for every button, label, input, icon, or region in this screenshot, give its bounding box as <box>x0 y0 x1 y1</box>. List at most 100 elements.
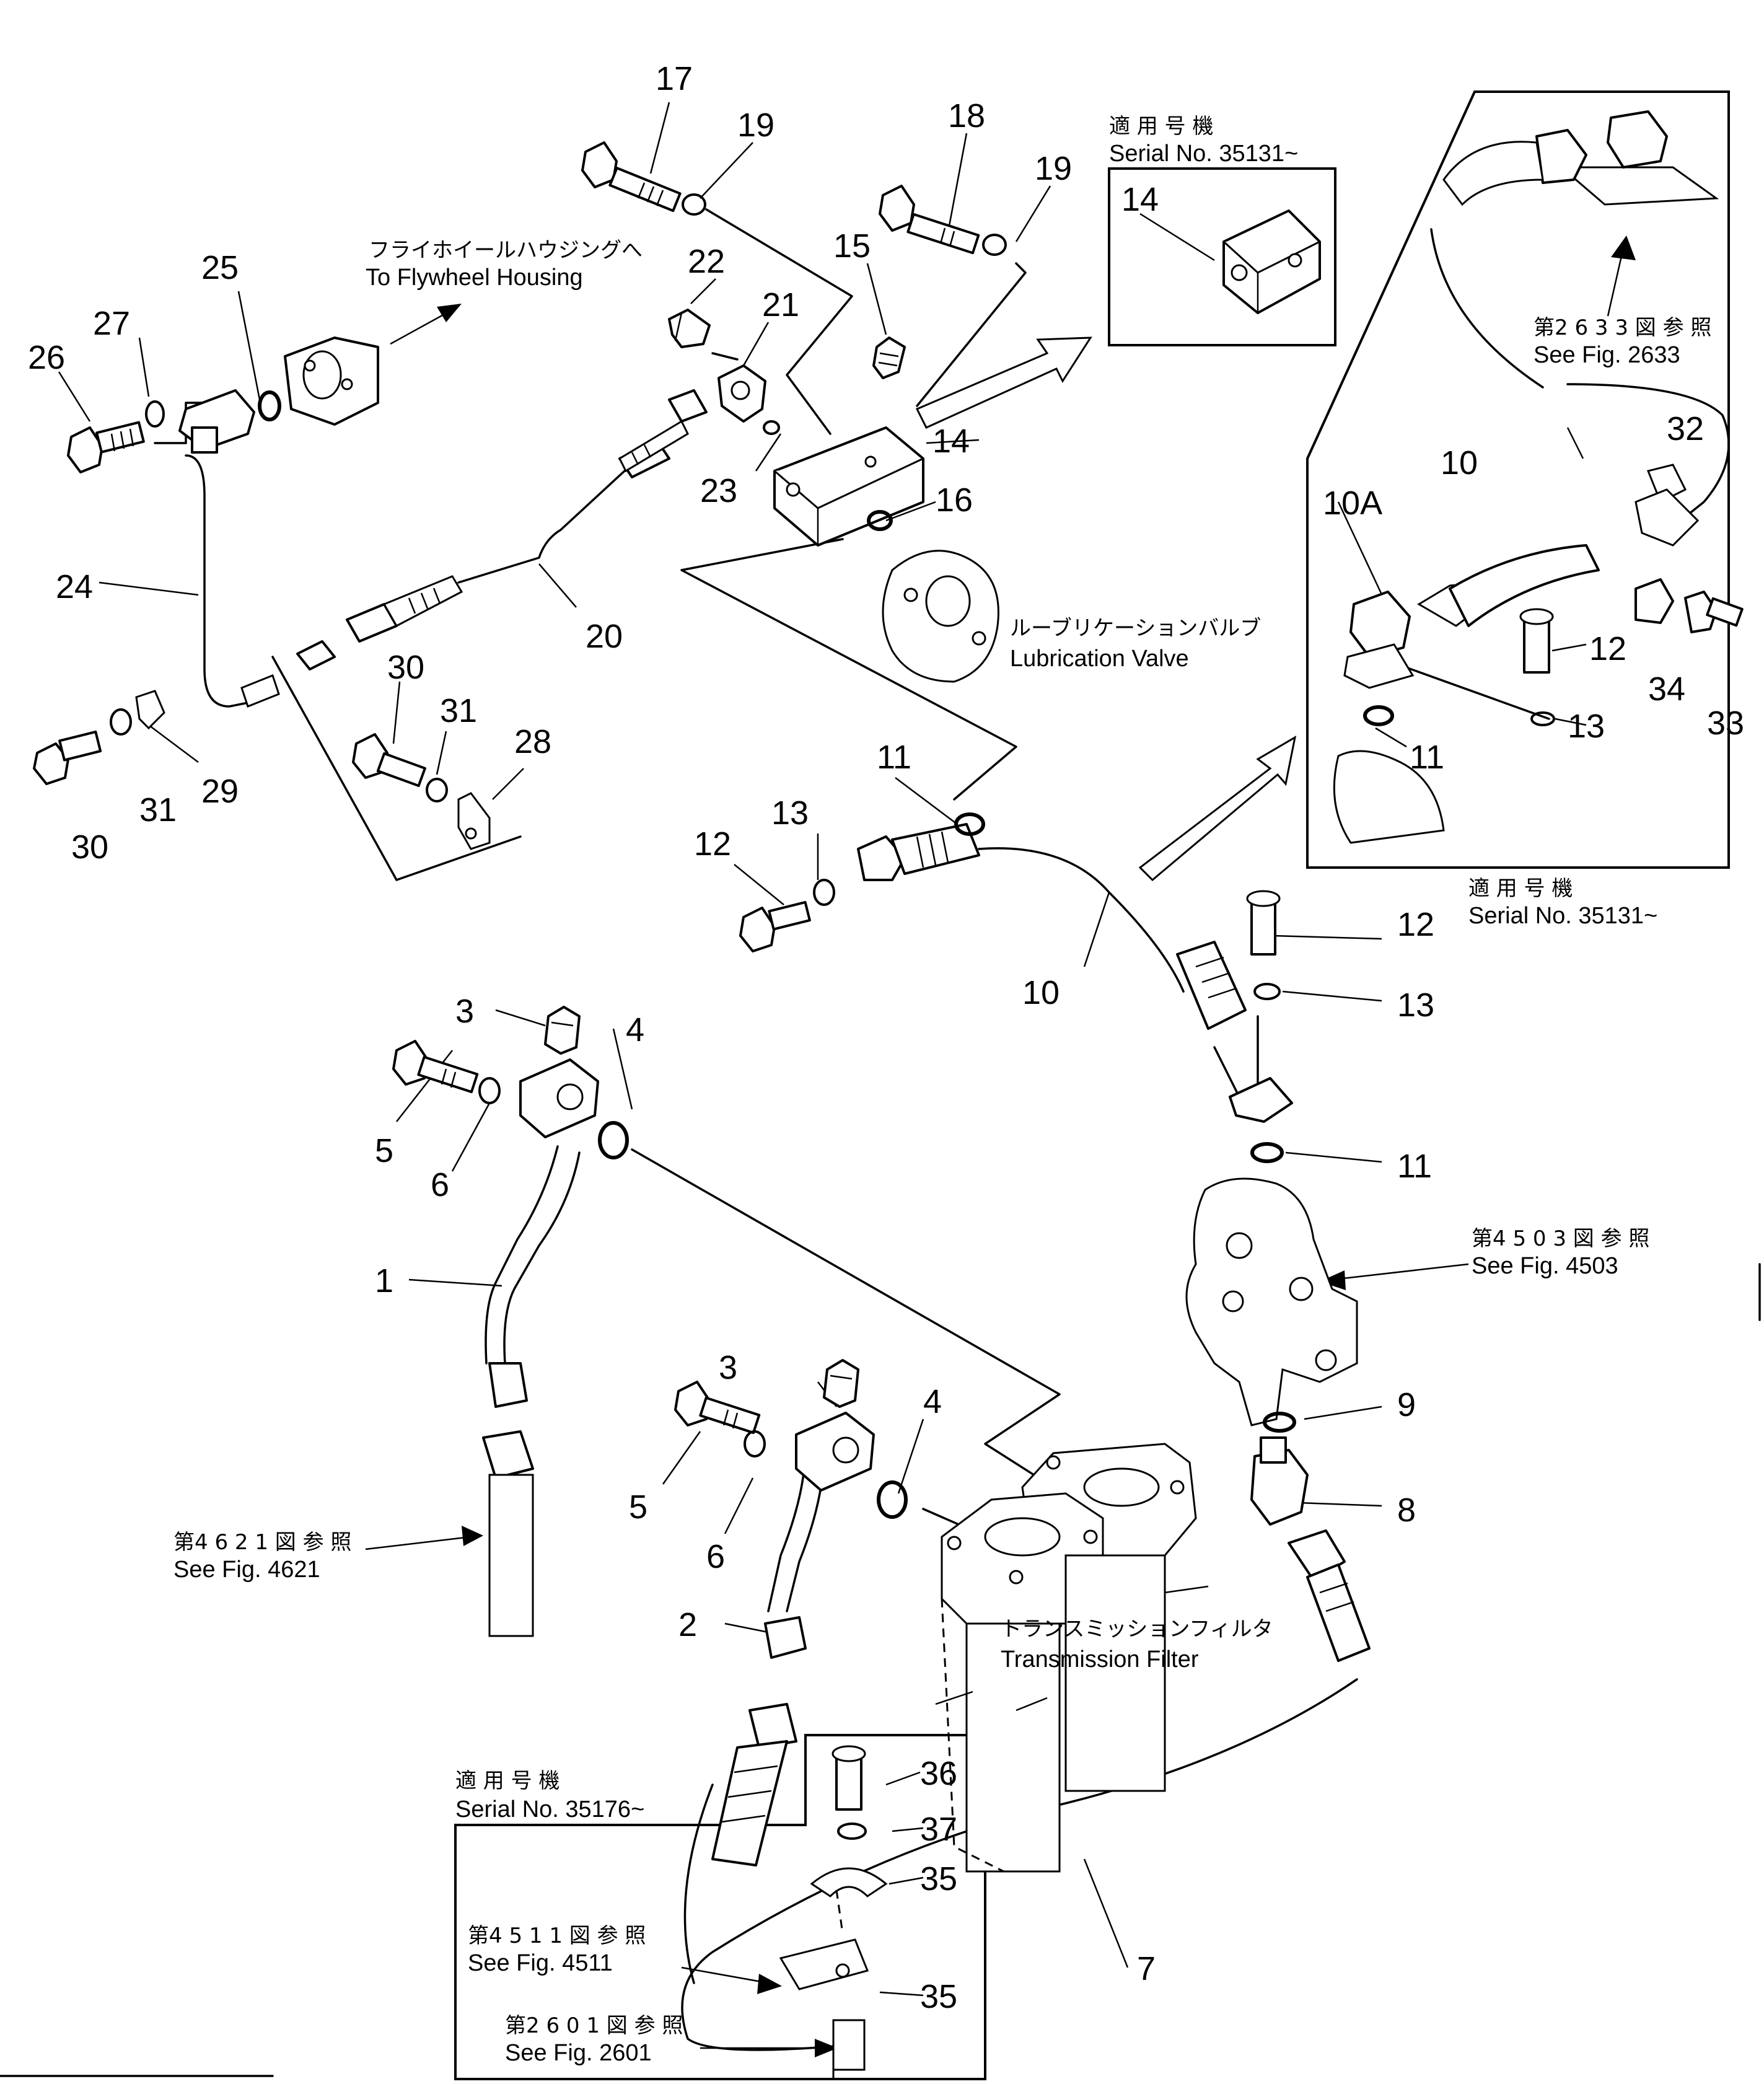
lubrication-valve-body <box>882 550 999 683</box>
callout-25: 25 <box>201 249 239 286</box>
inset-top-valve-14 <box>1222 209 1321 314</box>
callout-17: 17 <box>656 60 693 97</box>
callout-3-b: 3 <box>719 1349 737 1386</box>
callout-31-a: 31 <box>139 791 177 829</box>
callout-16: 16 <box>936 481 973 519</box>
note-serial-bottom-en: Serial No. 35176~ <box>455 1796 644 1822</box>
callout-31-b: 31 <box>440 692 477 729</box>
callout-9: 9 <box>1397 1386 1416 1423</box>
note-fig2601-jp: 第2 6 0 1 図 参 照 <box>505 2013 683 2038</box>
bolt-18 <box>879 185 1007 256</box>
callout-11-a: 11 <box>877 739 911 776</box>
fitting-22 <box>668 309 711 348</box>
callout-10-a: 10 <box>1022 974 1060 1011</box>
callout-19-b: 19 <box>1035 150 1072 187</box>
callout-21: 21 <box>762 286 799 323</box>
pipe-2-assembly <box>674 1359 908 1866</box>
note-fig4503-jp: 第4 5 0 3 図 参 照 <box>1472 1226 1649 1251</box>
bolt-26 <box>67 421 145 473</box>
note-fig2601-en: See Fig. 2601 <box>505 2040 652 2066</box>
note-fig4621-jp: 第4 6 2 1 図 参 照 <box>173 1530 351 1555</box>
callout-12-a: 12 <box>694 825 731 863</box>
callout-2: 2 <box>678 1606 697 1643</box>
note-serial-top-jp: 適 用 号 機 <box>1109 114 1213 139</box>
callout-27: 27 <box>93 305 130 342</box>
bolt-17 <box>581 141 706 216</box>
callout-12-b: 12 <box>1397 906 1434 943</box>
flange-25 <box>178 389 281 454</box>
callout-20: 20 <box>586 618 623 655</box>
callout-23: 23 <box>700 472 737 509</box>
callout-35-b: 35 <box>920 1978 957 2015</box>
note-serial-right-en: Serial No. 35131~ <box>1468 903 1657 929</box>
callout-33: 33 <box>1707 705 1744 742</box>
callout-12-c: 12 <box>1589 630 1626 667</box>
callout-37: 37 <box>920 1811 957 1848</box>
note-filter-en: Transmission Filter <box>1001 1647 1199 1673</box>
note-flywheel-en: To Flywheel Housing <box>366 265 583 291</box>
callout-4-b: 4 <box>923 1383 942 1420</box>
callout-8: 8 <box>1397 1492 1416 1529</box>
callout-29: 29 <box>201 773 239 810</box>
bolt-30-left <box>33 690 165 785</box>
callout-6-a: 6 <box>431 1166 449 1203</box>
callout-30-b: 30 <box>387 649 424 686</box>
valve-4503 <box>1185 1177 1371 1662</box>
flywheel-adapter <box>284 336 379 426</box>
inset-frame-right <box>1306 90 1730 869</box>
callout-18: 18 <box>948 97 985 134</box>
callout-13-a: 13 <box>771 794 809 832</box>
callout-numbers: 17 19 18 19 14 15 22 21 14 23 16 25 27 2… <box>28 60 1744 2015</box>
note-fig4621-en: See Fig. 4621 <box>173 1557 320 1583</box>
callout-1: 1 <box>375 1262 393 1299</box>
callout-4-a: 4 <box>626 1011 644 1049</box>
washer-27 <box>145 400 165 428</box>
note-fig4511-en: See Fig. 4511 <box>468 1950 613 1976</box>
callout-3-a: 3 <box>455 993 474 1030</box>
callout-35-a: 35 <box>920 1860 957 1897</box>
breather-15 <box>872 336 906 379</box>
note-fig2633-jp: 第2 6 3 3 図 参 照 <box>1534 315 1711 340</box>
callout-10-b: 10 <box>1441 444 1478 481</box>
note-serial-right-jp: 適 用 号 機 <box>1468 876 1573 901</box>
valve-block-14 <box>773 426 924 547</box>
bottom-inset-parts <box>779 1745 888 2082</box>
note-filter-jp: トランスミッションフィルタ <box>1001 1617 1273 1642</box>
note-fig4503-en: See Fig. 4503 <box>1472 1253 1618 1279</box>
callout-11-c: 11 <box>1410 739 1444 776</box>
callout-5-b: 5 <box>629 1488 647 1526</box>
annotation-notes: フライホイールハウジングへ To Flywheel Housing ルーブリケー… <box>173 114 1711 2066</box>
pipe-1-assembly <box>392 1006 629 1637</box>
callout-22: 22 <box>688 243 725 280</box>
transmission-filter <box>935 1443 1209 1873</box>
note-lube-en: Lubrication Valve <box>1010 646 1189 672</box>
callout-14-a: 14 <box>1121 181 1159 218</box>
callout-leaders <box>58 102 1587 1997</box>
callout-7: 7 <box>1137 1950 1156 1987</box>
callout-10a: 10A <box>1323 485 1382 522</box>
callout-28: 28 <box>514 723 551 760</box>
callout-5-a: 5 <box>375 1132 393 1169</box>
callout-24: 24 <box>56 568 93 605</box>
note-flywheel-jp: フライホイールハウジングへ <box>369 238 643 263</box>
elbow-21 <box>717 364 780 435</box>
note-fig4511-jp: 第4 5 1 1 図 参 照 <box>468 1924 646 1948</box>
callout-34: 34 <box>1648 670 1685 708</box>
right-inset-parts <box>1333 110 1744 844</box>
callout-32: 32 <box>1667 410 1704 447</box>
note-lube-jp: ルーブリケーションバルブ <box>1010 616 1261 641</box>
note-serial-top-en: Serial No. 35131~ <box>1109 141 1298 167</box>
callout-11-b: 11 <box>1397 1148 1432 1185</box>
inset-frame-top <box>1108 167 1336 346</box>
connection-lines <box>154 208 1730 2051</box>
reference-arrows <box>365 235 1636 2057</box>
callout-13-c: 13 <box>1568 708 1605 745</box>
callout-36: 36 <box>920 1755 957 1792</box>
callout-13-b: 13 <box>1397 987 1434 1024</box>
callout-30-a: 30 <box>71 829 108 866</box>
tube-20 <box>240 389 708 708</box>
hose-10-fittings <box>739 812 1293 1163</box>
callout-26: 26 <box>28 339 65 376</box>
callout-6-b: 6 <box>706 1538 725 1575</box>
